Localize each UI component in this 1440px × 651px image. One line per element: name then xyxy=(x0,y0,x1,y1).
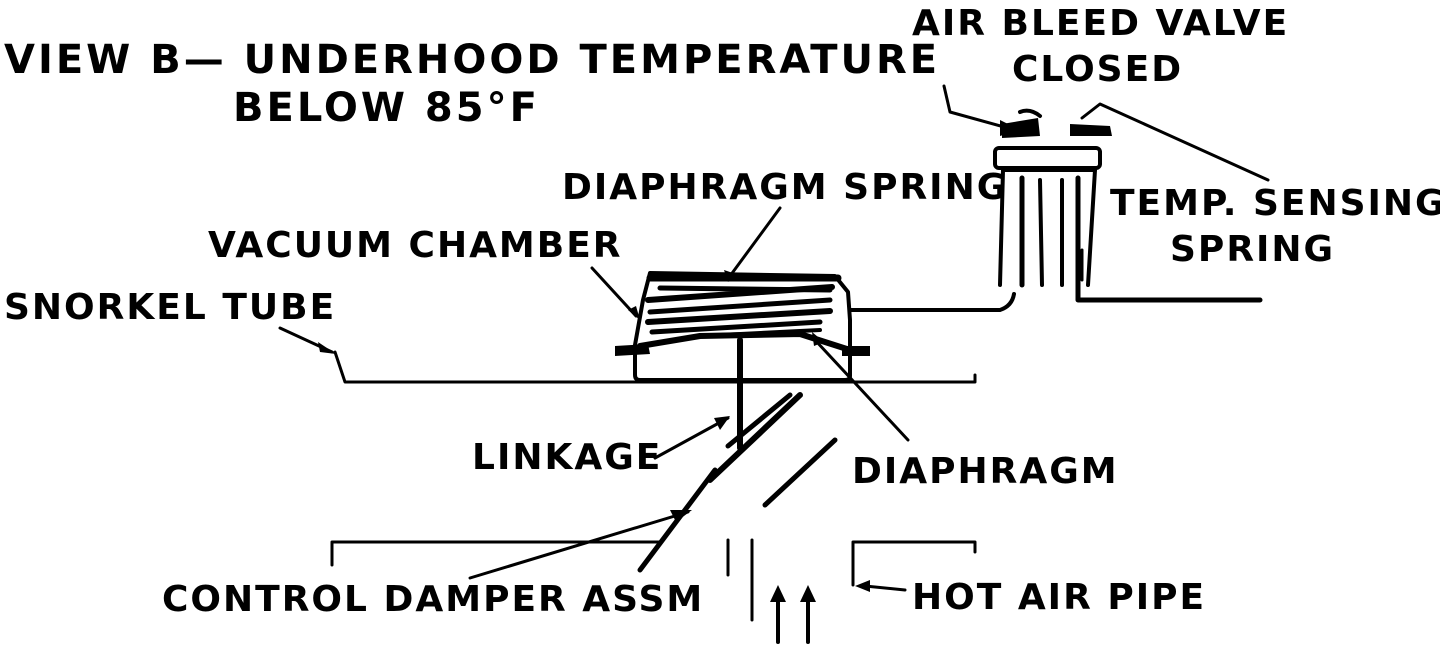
label-vacuum-chamber: VACUUM CHAMBER xyxy=(208,225,623,266)
label-hot-air-pipe: HOT AIR PIPE xyxy=(912,577,1207,618)
snorkel-tube-outline xyxy=(333,350,977,384)
diagram-title-line2: BELOW 85°F xyxy=(233,85,540,131)
temp-sensor-assembly xyxy=(993,108,1263,303)
label-linkage: LINKAGE xyxy=(472,437,663,478)
airflow-arrows xyxy=(770,585,816,644)
label-diaphragm-spring: DIAPHRAGM SPRING xyxy=(562,167,1009,208)
label-diaphragm: DIAPHRAGM xyxy=(852,451,1119,492)
label-air-bleed-valve-line2: CLOSED xyxy=(1012,49,1184,90)
hot-air-pipe-outline xyxy=(330,538,977,622)
label-temp-sensing-spring-line1: TEMP. SENSING xyxy=(1110,183,1440,224)
linkage-rod xyxy=(725,337,793,451)
diagram-title-line1: VIEW B— UNDERHOOD TEMPERATURE xyxy=(4,37,941,83)
label-temp-sensing-spring-line2: SPRING xyxy=(1170,229,1336,270)
diaphragm-spring-coils xyxy=(645,274,842,335)
leader-lines xyxy=(278,84,1270,592)
label-air-bleed-valve-line1: AIR BLEED VALVE xyxy=(912,3,1290,44)
label-control-damper-assm: CONTROL DAMPER ASSM xyxy=(162,579,705,620)
diaphragm-membrane xyxy=(637,328,853,353)
label-snorkel-tube: SNORKEL TUBE xyxy=(4,287,337,328)
